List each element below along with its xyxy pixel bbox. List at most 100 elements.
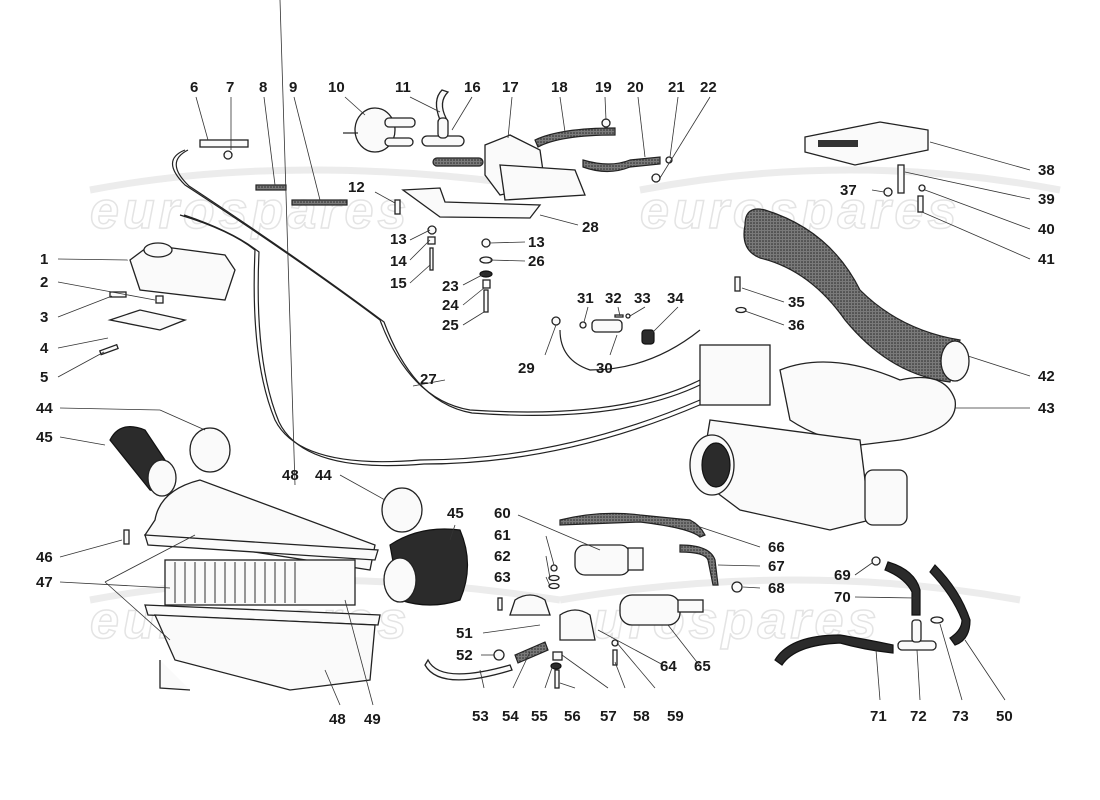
part-70-hose [884, 561, 921, 616]
callout-27: 27 [420, 371, 437, 388]
callout-20: 20 [627, 79, 644, 96]
callout-46: 46 [36, 549, 53, 566]
part-60-fuel-accumulator [574, 544, 644, 576]
part-64-bracket-clamp [559, 609, 596, 641]
callout-73: 73 [952, 708, 969, 725]
part-10-vacuum-capsule [343, 107, 416, 153]
callout-68: 68 [768, 580, 785, 597]
callout-2: 2 [40, 274, 48, 291]
part-38-control-unit [804, 121, 929, 166]
part-29-banjo-bolt [551, 316, 561, 326]
callout-44a: 44 [36, 400, 53, 417]
part-62-washer [548, 574, 560, 582]
callout-43: 43 [1038, 400, 1055, 417]
callout-63: 63 [494, 569, 511, 586]
part-13-nut [427, 225, 437, 235]
callout-25: 25 [442, 317, 459, 334]
callout-59: 59 [667, 708, 684, 725]
callout-44b: 44 [315, 467, 332, 484]
callout-58: 58 [633, 708, 650, 725]
callout-52: 52 [456, 647, 473, 664]
part-8-cable-clip [255, 184, 287, 191]
part-45-bellows [109, 426, 177, 497]
callout-67: 67 [768, 558, 785, 575]
part-13-nut [481, 238, 491, 248]
part-59-nut [611, 639, 619, 647]
part-55-washer [550, 662, 562, 670]
callout-23: 23 [442, 278, 459, 295]
callout-36: 36 [788, 317, 805, 334]
callout-69: 69 [834, 567, 851, 584]
part-43-air-flow-housing [689, 344, 956, 531]
part-16-t-connector [421, 117, 465, 147]
callout-22: 22 [700, 79, 717, 96]
callout-42: 42 [1038, 368, 1055, 385]
part-49-filter-element [164, 559, 356, 606]
callout-26: 26 [528, 253, 545, 270]
part-19-clamp [601, 118, 611, 128]
callout-4: 4 [40, 340, 49, 357]
callout-6: 6 [190, 79, 198, 96]
part-40-nut [918, 184, 926, 192]
callout-16: 16 [464, 79, 481, 96]
callout-7: 7 [226, 79, 234, 96]
callout-9: 9 [289, 79, 297, 96]
part-65-fuel-pump [619, 594, 704, 626]
part-61-nut [550, 564, 558, 572]
part-28-bracket [401, 187, 542, 219]
part-18-hose-lower [432, 157, 484, 167]
part-2-nut [155, 295, 164, 304]
part-7-nut [223, 150, 233, 160]
part-23-rubber-mount [479, 270, 493, 278]
callout-71: 71 [870, 708, 887, 725]
callout-45a: 45 [36, 429, 53, 446]
callout-38: 38 [1038, 162, 1055, 179]
part-58-screw [612, 649, 618, 666]
part-71-hose [774, 634, 894, 666]
callout-24: 24 [442, 297, 459, 314]
part-17-valve [484, 134, 586, 201]
callout-51: 51 [456, 625, 473, 642]
callout-30: 30 [596, 360, 613, 377]
callout-10: 10 [328, 79, 345, 96]
part-56-screw [554, 669, 560, 689]
callout-29: 29 [518, 360, 535, 377]
part-30-cold-start-valve [591, 319, 623, 333]
part-5-stud [98, 343, 119, 356]
callout-62: 62 [494, 548, 511, 565]
callout-53: 53 [472, 708, 489, 725]
callout-13a: 13 [390, 231, 407, 248]
callout-45b: 45 [447, 505, 464, 522]
part-31-seal [579, 321, 587, 329]
part-69-nut [871, 556, 881, 566]
callout-14: 14 [390, 253, 407, 270]
callout-35: 35 [788, 294, 805, 311]
part-50-hose [929, 564, 971, 646]
callout-48a: 48 [282, 467, 299, 484]
callout-70: 70 [834, 589, 851, 606]
callout-49: 49 [364, 711, 381, 728]
part-15-stud [429, 247, 434, 271]
part-52-clamp [493, 649, 505, 661]
part-57-rubber-mount [552, 651, 563, 661]
part-6-cable-fitting [199, 139, 249, 148]
callout-8: 8 [259, 79, 267, 96]
callout-55: 55 [531, 708, 548, 725]
part-44-hose-clamp [381, 487, 423, 533]
part-14-spacer [427, 236, 436, 245]
part-20-hose [582, 156, 661, 173]
part-42-hose-end [940, 340, 970, 382]
part-72-t-connector [897, 619, 937, 651]
callout-48b: 48 [329, 711, 346, 728]
callout-3: 3 [40, 309, 48, 326]
callout-40: 40 [1038, 221, 1055, 238]
callout-15: 15 [390, 275, 407, 292]
part-24-spacer [482, 279, 491, 289]
callout-5: 5 [40, 369, 48, 386]
part-22-clamp [651, 173, 661, 183]
part-68-nut [731, 581, 743, 593]
part-11-hose [435, 89, 450, 121]
callout-21: 21 [668, 79, 685, 96]
part-1-cover [129, 242, 236, 301]
